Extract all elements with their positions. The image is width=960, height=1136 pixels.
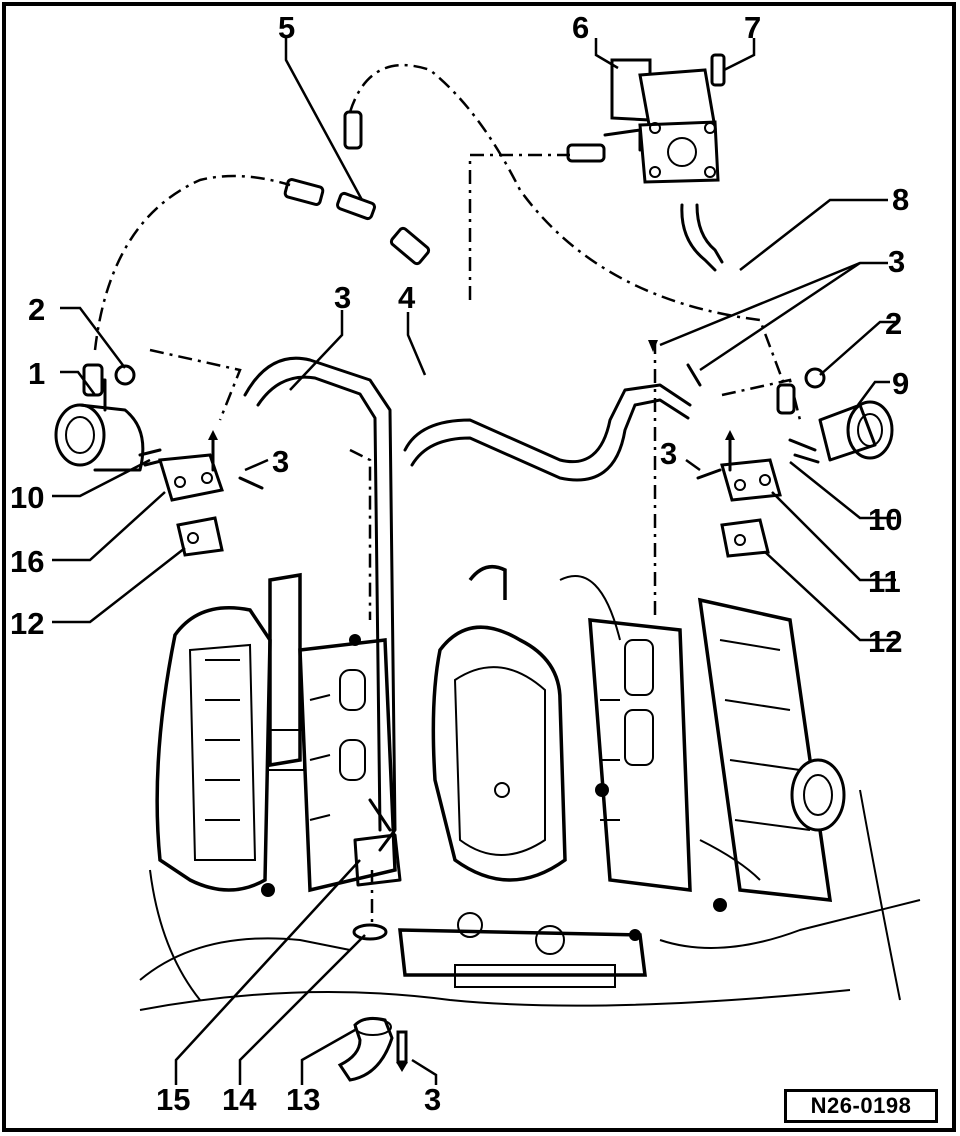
figure-reference-code: N26-0198 — [784, 1089, 938, 1123]
callout-10-left: 10 — [10, 480, 44, 515]
callout-3-right: 3 — [660, 436, 677, 471]
callout-12-right: 12 — [868, 624, 902, 659]
callout-7: 7 — [744, 10, 761, 45]
callout-6: 6 — [572, 10, 589, 45]
callout-3-upper-right: 3 — [888, 244, 905, 279]
callout-14: 14 — [222, 1082, 257, 1117]
left-combination-valve — [54, 363, 264, 557]
callout-2-left: 2 — [28, 292, 45, 327]
engine-assembly — [139, 564, 921, 1011]
callout-11: 11 — [868, 564, 901, 599]
callout-15: 15 — [156, 1082, 190, 1117]
callout-4: 4 — [398, 280, 416, 315]
secondary-air-pump-valve — [603, 53, 726, 184]
callout-12-left: 12 — [10, 606, 44, 641]
leader-lines — [52, 38, 898, 1085]
callout-5: 5 — [278, 10, 295, 45]
air-pipes — [243, 110, 724, 852]
assembly-dash-lines — [93, 63, 802, 930]
callout-3-upper-left: 3 — [334, 280, 351, 315]
callout-9: 9 — [892, 366, 909, 401]
callout-8: 8 — [892, 182, 909, 217]
callout-3-left: 3 — [272, 444, 289, 479]
callout-labels: 1 2 2 3 3 3 3 3 3 4 5 6 7 8 9 10 10 11 1… — [10, 10, 909, 1117]
callout-13: 13 — [286, 1082, 320, 1117]
right-combination-valve — [648, 340, 894, 558]
lower-connector-parts — [337, 798, 408, 1082]
callout-16: 16 — [10, 544, 44, 579]
callout-1: 1 — [28, 356, 45, 391]
callout-3-bottom: 3 — [424, 1082, 441, 1117]
callout-2-right: 2 — [885, 306, 902, 341]
callout-10-right: 10 — [868, 502, 902, 537]
